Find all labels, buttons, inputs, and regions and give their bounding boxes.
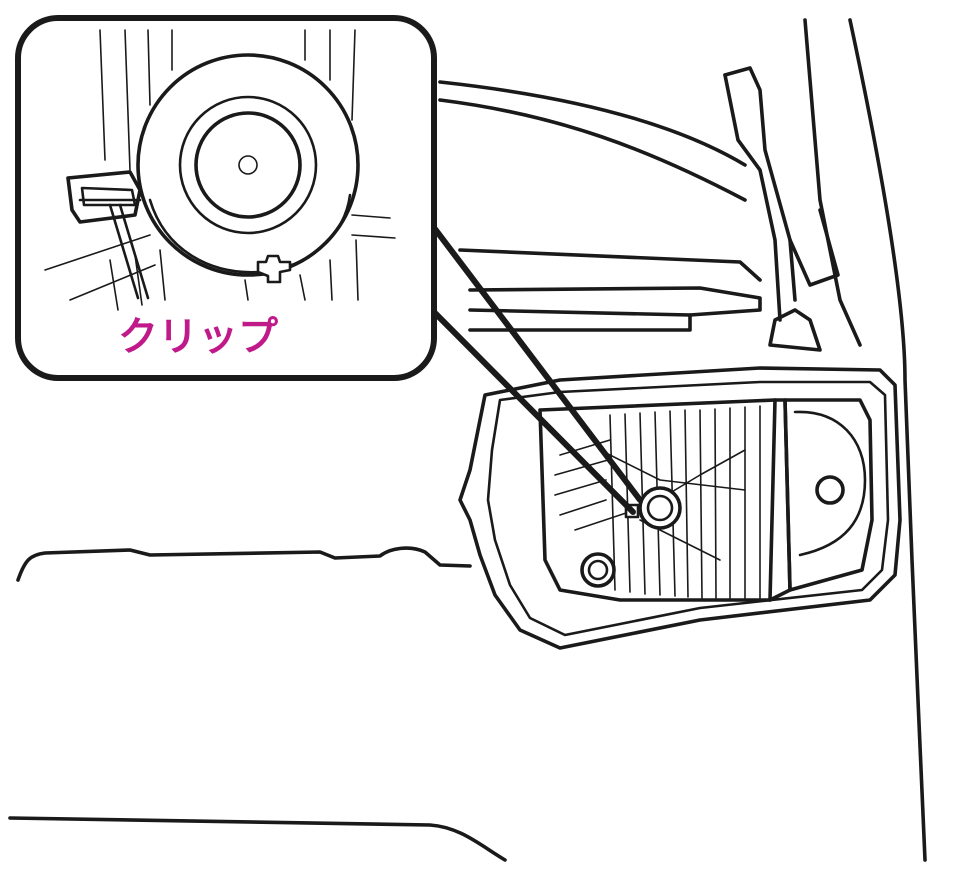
- small-lamp-inner: [587, 559, 609, 581]
- headlamp-assembly: [458, 366, 902, 650]
- small-lamp-outer: [580, 552, 616, 588]
- leader-line-upper: [429, 222, 643, 503]
- callout-socket-cap: [194, 111, 302, 219]
- pillar-inner-line: [803, 18, 862, 347]
- bulb-socket-outer: [638, 486, 682, 530]
- housing-inner: [486, 380, 890, 637]
- callout-label-pointer-2: [118, 203, 150, 300]
- radiator-support-mid: [468, 286, 762, 317]
- bracket-outer: [723, 66, 797, 302]
- lower-panel-line: [8, 816, 507, 862]
- callout-reflector-lines: [44, 29, 396, 311]
- turn-lamp-bulb: [815, 475, 845, 505]
- radiator-support-top: [458, 248, 762, 282]
- fender-outer-line: [848, 18, 927, 862]
- bumper-line: [16, 546, 472, 582]
- hood-edge-lower: [438, 98, 747, 202]
- callout-clip-body: [66, 170, 142, 224]
- leader-line-lower: [429, 307, 636, 515]
- callout-box: [15, 15, 437, 381]
- callout-label-pointer: [108, 203, 140, 300]
- bracket-inner: [723, 73, 782, 322]
- bulb-socket-inner: [646, 494, 674, 522]
- hood-edge-upper: [438, 80, 747, 167]
- callout-leader: [429, 222, 643, 515]
- callout-socket-tab: [256, 254, 292, 284]
- radiator-support-bottom: [468, 308, 692, 332]
- vehicle-body: [8, 18, 927, 862]
- callout-socket-outer: [136, 53, 360, 277]
- clip-label: クリップ: [118, 314, 278, 360]
- callout-socket-center: [238, 155, 258, 175]
- callout-socket-ring: [178, 95, 318, 235]
- lamp-divider: [768, 398, 792, 602]
- bracket-foot: [768, 308, 822, 352]
- pillar-notch: [788, 208, 840, 287]
- turn-lamp-reflector: [793, 410, 867, 557]
